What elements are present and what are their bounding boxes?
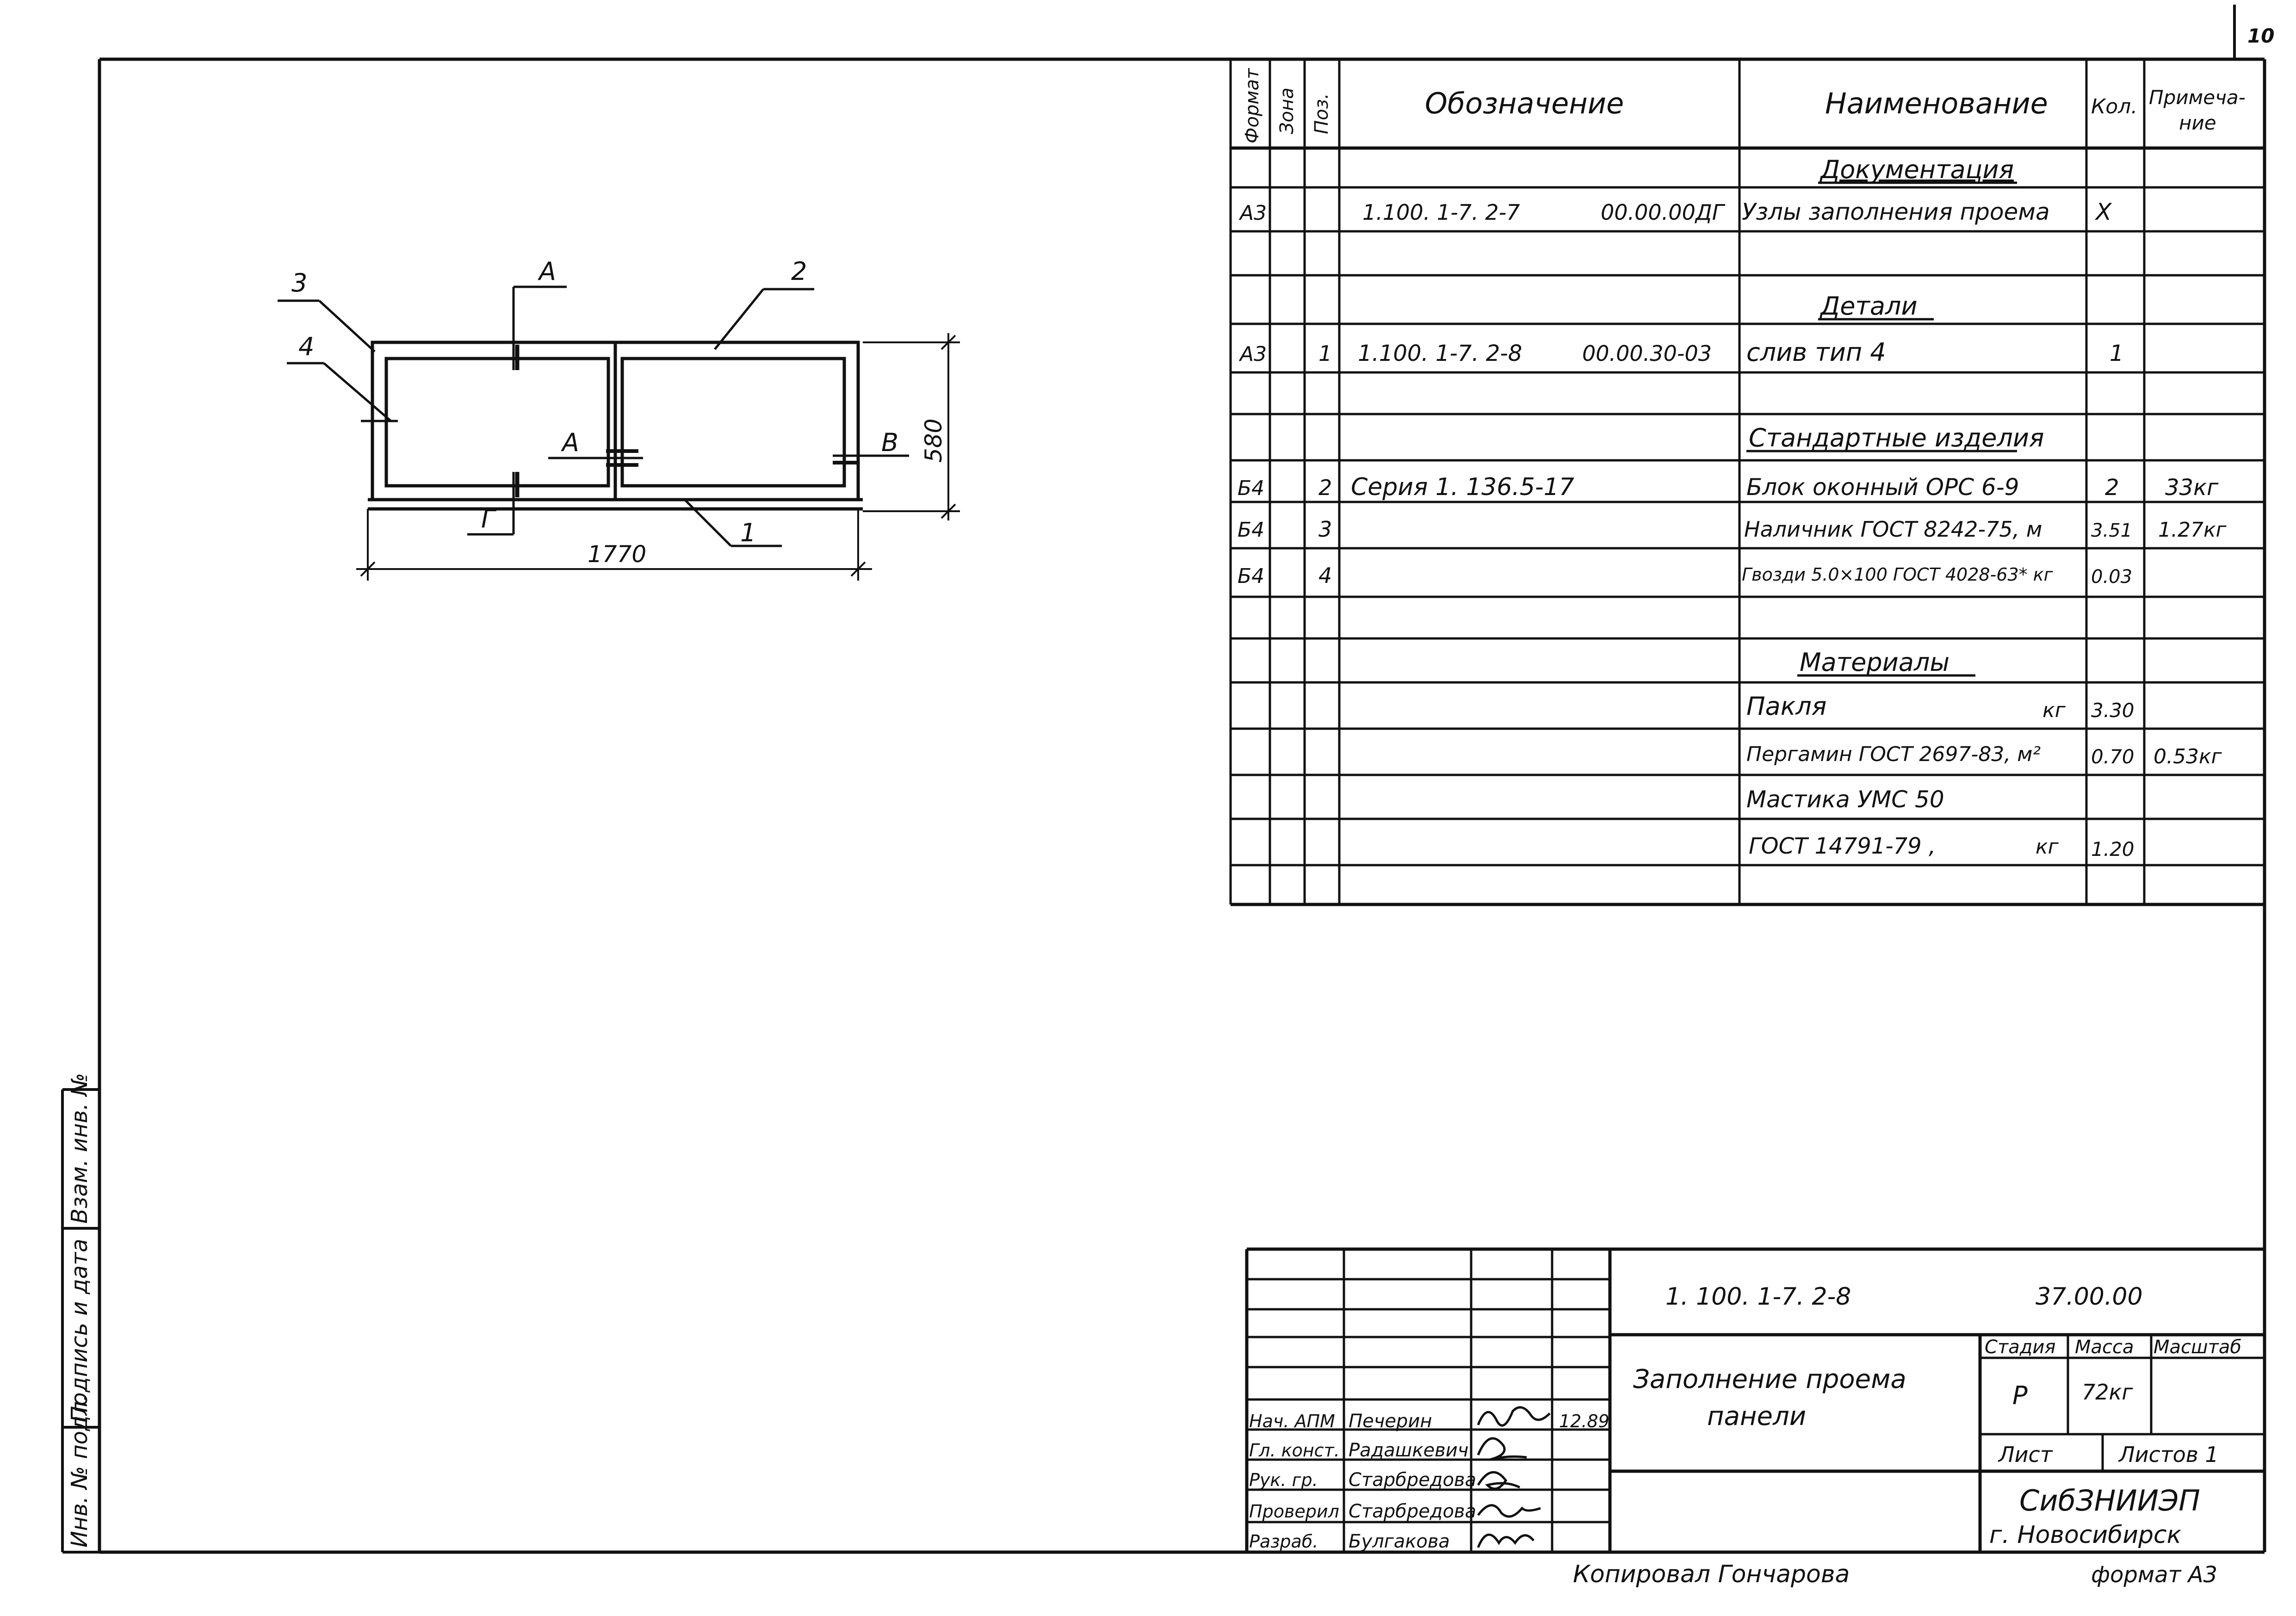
- row-std1-name: Блок оконный ОРС 6-9: [1746, 474, 2019, 501]
- row-det1-pos: 1: [1318, 341, 1332, 366]
- row-det1-format: А3: [1238, 342, 1267, 366]
- section-marks: [278, 285, 909, 547]
- header-note-1: Примеча-: [2149, 86, 2246, 109]
- header-name: Наименование: [1825, 87, 2048, 120]
- row-mat2-name: Пергамин ГОСТ 2697-83, м²: [1746, 743, 2041, 766]
- name-developed: Булгакова: [1349, 1531, 1450, 1552]
- panel-dimensions: [356, 333, 960, 581]
- section-standard: Стандартные изделия: [1749, 423, 2044, 452]
- row-det1-designation-left: 1.100. 1-7. 2-8: [1358, 341, 1522, 366]
- row-std3-name: Гвозди 5.0×100 ГОСТ 4028-63* кг: [1742, 564, 2054, 585]
- section-details: Детали: [1819, 291, 1918, 321]
- row-std2-pos: 3: [1318, 517, 1332, 542]
- row-mat4-unit: кг: [2036, 835, 2059, 859]
- panel-drawing: [368, 341, 863, 511]
- callout-4: 4: [298, 332, 314, 361]
- dim-height: 580: [920, 419, 947, 463]
- name-head: Печерин: [1349, 1411, 1432, 1432]
- sign-date: 12.89: [1559, 1411, 1609, 1431]
- row-std2-qty: 3.51: [2091, 520, 2132, 541]
- callout-1: 1: [740, 518, 756, 547]
- section-materials: Материалы: [1800, 648, 1949, 677]
- role-head: Нач. АПМ: [1249, 1411, 1335, 1431]
- row-std2-format: Б4: [1238, 518, 1264, 542]
- stage-label: Стадия: [1985, 1337, 2055, 1358]
- title-line-2: панели: [1707, 1401, 1806, 1431]
- organization-city: г. Новосибирск: [1989, 1521, 2182, 1549]
- section-mark-a-top: А: [538, 257, 556, 286]
- mass-value: 72кг: [2082, 1380, 2133, 1405]
- row-std2-note: 1.27кг: [2158, 518, 2227, 542]
- row-mat4-name: ГОСТ 14791-79 ,: [1749, 833, 1936, 859]
- row-mat2-qty: 0.70: [2091, 745, 2135, 768]
- header-format: Формат: [1242, 68, 1263, 143]
- header-note-2: ние: [2179, 111, 2216, 134]
- section-mark-a-mid: А: [561, 428, 579, 457]
- row-std1-note: 33кг: [2165, 475, 2219, 501]
- sheet-label: Лист: [1998, 1442, 2053, 1467]
- row-mat2-note: 0.53кг: [2154, 745, 2222, 768]
- stage-value: Р: [2012, 1381, 2028, 1410]
- signature-scribbles: [1477, 1406, 1551, 1548]
- name-chief: Радашкевич: [1349, 1440, 1468, 1461]
- organization: СибЗНИИЭП: [2019, 1484, 2200, 1517]
- sheet-format: формат А3: [2091, 1562, 2217, 1588]
- row-mat3-name: Мастика УМС 50: [1746, 786, 1944, 813]
- role-developed: Разраб.: [1249, 1531, 1318, 1552]
- row-doc1-name: Узлы заполнения проема: [1742, 198, 2050, 225]
- mass-label: Масса: [2075, 1337, 2134, 1358]
- row-std3-format: Б4: [1238, 564, 1264, 588]
- row-std2-name: Наличник ГОСТ 8242-75, м: [1744, 517, 2042, 542]
- sheet-frame: [98, 5, 2266, 1554]
- row-std1-designation: Серия 1. 136.5-17: [1351, 473, 1574, 501]
- row-doc1-qty: Х: [2094, 198, 2112, 225]
- row-std1-pos: 2: [1318, 475, 1332, 500]
- doc-number: 1. 100. 1-7. 2-8: [1665, 1283, 1851, 1311]
- row-mat1-name: Пакля: [1746, 692, 1826, 721]
- row-mat4-qty: 1.20: [2091, 838, 2135, 861]
- row-mat1-unit: кг: [2042, 699, 2066, 722]
- row-mat1-qty: 3.30: [2091, 699, 2135, 722]
- role-lead: Рук. гр.: [1249, 1470, 1318, 1490]
- stamp-replaced-inv: Взам. инв. №: [67, 1073, 93, 1224]
- name-lead: Старбредова: [1349, 1469, 1476, 1491]
- header-pos: Поз.: [1311, 93, 1332, 134]
- title-block-grid: [1245, 1247, 2265, 1552]
- side-stamp: [61, 1088, 99, 1554]
- callout-3: 3: [291, 268, 307, 297]
- header-zone: Зона: [1276, 87, 1298, 134]
- header-qty: Кол.: [2091, 95, 2137, 118]
- doc-suffix: 37.00.00: [2036, 1283, 2143, 1311]
- sheets-label: Листов 1: [2118, 1442, 2219, 1467]
- corner-sheet-number: 10: [2247, 25, 2274, 47]
- row-std1-qty: 2: [2105, 475, 2119, 501]
- role-chief: Гл. конст.: [1249, 1440, 1340, 1461]
- row-std3-pos: 4: [1318, 563, 1332, 588]
- dim-width: 1770: [588, 541, 646, 568]
- row-det1-qty: 1: [2110, 341, 2124, 366]
- scale-label: Масштаб: [2154, 1337, 2241, 1358]
- stamp-signature-date: Подпись и дата: [67, 1238, 93, 1423]
- row-std3-qty: 0.03: [2091, 566, 2132, 588]
- row-doc1-format: А3: [1238, 201, 1267, 225]
- title-line-1: Заполнение проема: [1633, 1364, 1906, 1394]
- spec-table-grid: [1229, 59, 2265, 906]
- row-doc1-designation-right: 00.00.00ДГ: [1601, 200, 1726, 225]
- row-doc1-designation-left: 1.100. 1-7. 2-7: [1362, 200, 1520, 225]
- row-det1-designation-right: 00.00.30-03: [1582, 341, 1712, 366]
- section-documentation: Документация: [1819, 155, 2014, 184]
- name-checked: Старбредова: [1349, 1501, 1476, 1522]
- callout-2: 2: [791, 257, 807, 286]
- copied-by: Копировал Гончарова: [1573, 1560, 1850, 1588]
- stamp-inv-no: Инв. № подл.: [67, 1394, 93, 1548]
- role-checked: Проверил: [1249, 1501, 1339, 1522]
- section-mark-g: Г: [481, 504, 497, 533]
- row-det1-name: слив тип 4: [1746, 338, 1886, 367]
- row-std1-format: Б4: [1238, 477, 1264, 500]
- section-mark-b: В: [881, 428, 898, 457]
- header-designation: Обозначение: [1425, 87, 1624, 120]
